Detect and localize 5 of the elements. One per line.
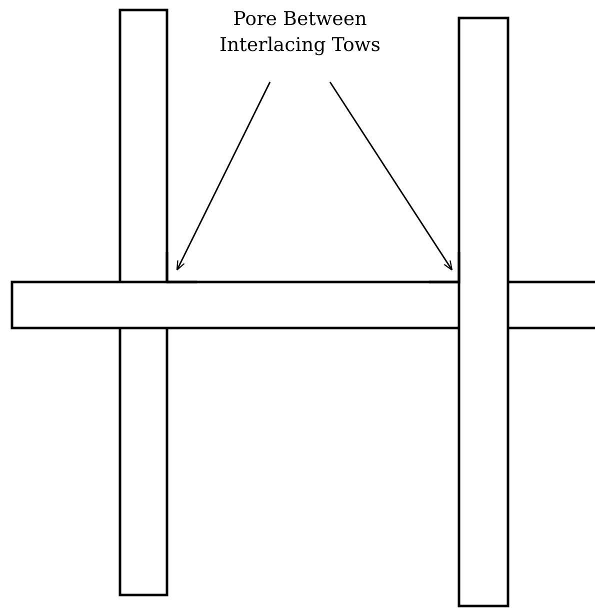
leader-line	[176, 82, 271, 271]
callout-label: Pore Between Interlacing Tows	[200, 6, 400, 58]
pore-corner	[429, 252, 460, 284]
pore-corner	[166, 252, 197, 284]
leader-line	[329, 82, 453, 271]
